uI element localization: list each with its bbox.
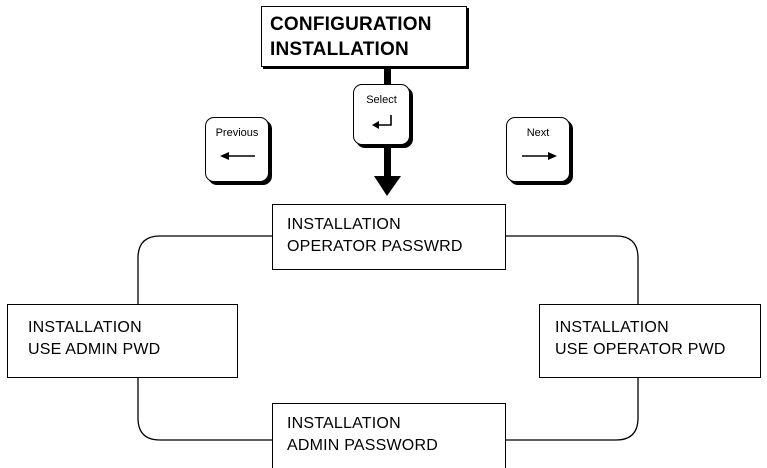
header-line-1: CONFIGURATION (270, 14, 432, 35)
select-key-label: Select (366, 94, 397, 106)
menu-item-line-2: USE ADMIN PWD (28, 341, 161, 358)
current-menu-header: CONFIGURATION INSTALLATION (261, 6, 467, 67)
header-line-2: INSTALLATION (270, 39, 409, 60)
menu-item-line-1: INSTALLATION (555, 319, 669, 336)
menu-item-use-operator-pwd: INSTALLATION USE OPERATOR PWD (539, 304, 761, 378)
previous-key-label: Previous (215, 127, 259, 139)
menu-item-use-admin-pwd: INSTALLATION USE ADMIN PWD (7, 304, 238, 378)
enter-icon (372, 115, 392, 129)
menu-item-line-2: ADMIN PASSWORD (287, 437, 438, 454)
next-key[interactable]: Next (506, 117, 570, 182)
select-key[interactable]: Select (353, 84, 410, 145)
next-key-label: Next (526, 127, 550, 139)
menu-item-admin-password: INSTALLATION ADMIN PASSWORD (272, 403, 506, 468)
menu-item-operator-password: INSTALLATION OPERATOR PASSWRD (272, 204, 506, 270)
menu-item-line-1: INSTALLATION (28, 319, 142, 336)
arrow-left-icon (220, 152, 255, 160)
menu-item-line-2: OPERATOR PASSWRD (287, 238, 463, 255)
entry-arrowhead (374, 176, 401, 196)
menu-item-line-2: USE OPERATOR PWD (555, 341, 726, 358)
previous-key[interactable]: Previous (205, 117, 269, 182)
arrow-right-icon (522, 152, 557, 160)
menu-item-line-1: INSTALLATION (287, 216, 401, 233)
menu-item-line-1: INSTALLATION (287, 415, 401, 432)
